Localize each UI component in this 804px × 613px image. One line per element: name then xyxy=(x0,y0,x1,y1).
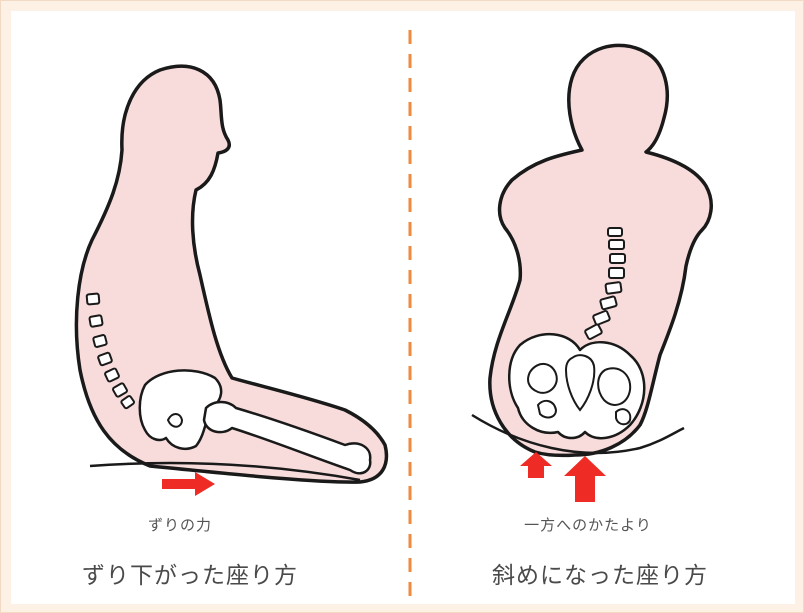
pelvis-hole-left xyxy=(168,414,182,427)
pressure-arrow-large xyxy=(564,456,606,502)
one-side-bias-label: 一方へのかたより xyxy=(508,514,668,535)
pelvis-inner-right xyxy=(598,368,630,405)
vertebra xyxy=(93,335,107,348)
vertebra xyxy=(605,282,621,294)
tilted-figure xyxy=(472,45,711,502)
shear-force-label: ずりの力 xyxy=(130,514,230,535)
pelvis-hole-a xyxy=(538,401,556,418)
vertebra xyxy=(89,315,103,327)
vertebra xyxy=(609,240,624,249)
pelvis-hole-b xyxy=(616,409,630,424)
slumped-figure xyxy=(76,66,386,496)
vertebra xyxy=(87,293,100,304)
vertebra xyxy=(608,228,622,236)
slumped-sitting-title: ずり下がった座り方 xyxy=(60,556,320,590)
pelvis-inner-left xyxy=(528,364,557,393)
vertebra xyxy=(609,268,624,278)
shear-force-arrow xyxy=(162,472,215,496)
vertebra xyxy=(610,254,625,263)
tilted-sitting-title: 斜めになった座り方 xyxy=(470,556,730,590)
